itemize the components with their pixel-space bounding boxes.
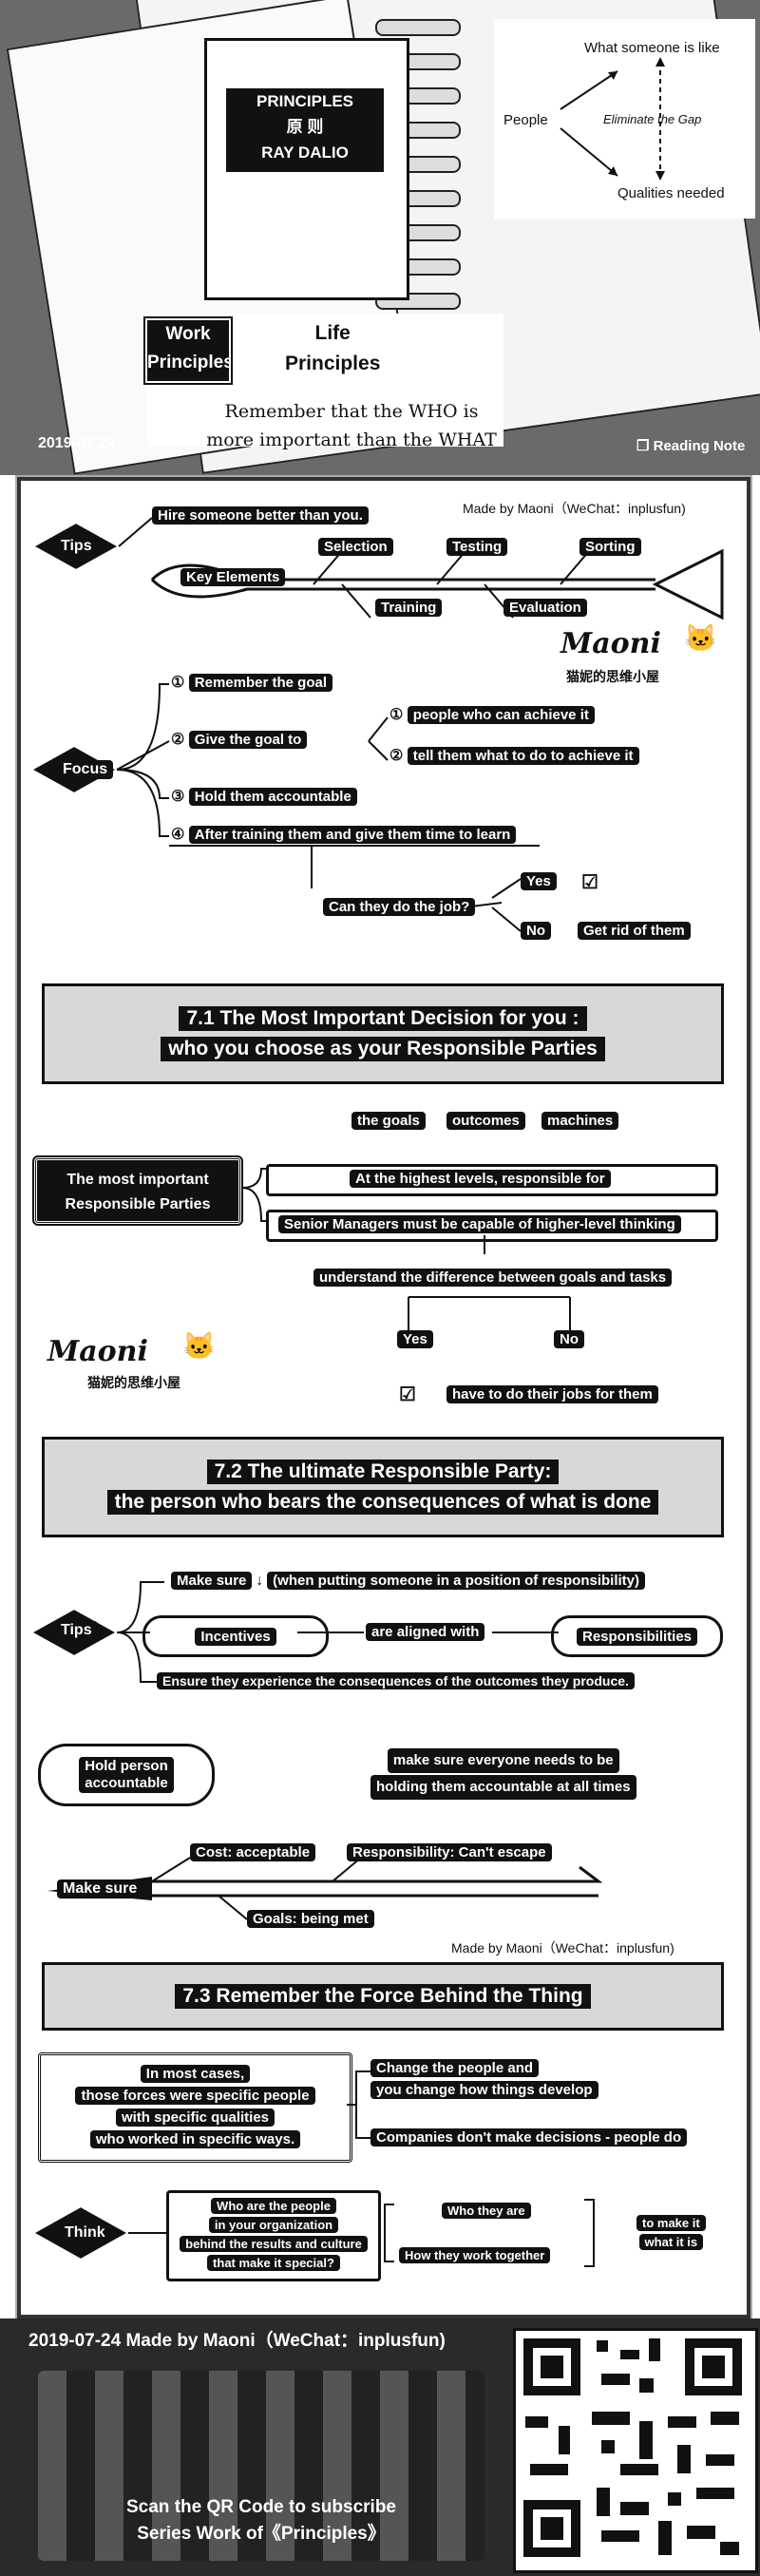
qr-code-icon (516, 2331, 750, 2565)
gap-diagram: What someone is like People Eliminate th… (494, 19, 755, 219)
section-7-1: 7.1 The Most Important Decision for you … (42, 983, 724, 1084)
cat-icon: 🐱 (182, 1330, 216, 1362)
section-7-3-line1: 7.3 Remember the Force Behind the Thing (175, 1984, 590, 2009)
most-important-box: The most important Responsible Parties (34, 1157, 241, 1224)
remember-text: Remember that the WHO is more important … (180, 397, 522, 454)
reading-note-text: ❐ Reading Note (636, 437, 745, 454)
qr-code[interactable] (513, 2328, 758, 2573)
sorting-label: Sorting (580, 538, 641, 556)
cat-icon: 🐱 (684, 622, 717, 654)
get-rid-text: Get rid of them (578, 922, 691, 940)
have-to-text: have to do their jobs for them (446, 1385, 658, 1403)
maoni-logo: Maoni (560, 627, 661, 660)
focus-item-2: ② Give the goal to (171, 730, 307, 749)
work-principles-badge: Work Principles (145, 318, 231, 383)
credit-mid: Made by Maoni（WeChat：inplusfun) (451, 1938, 674, 1957)
footer-credit: 2019-07-24 Made by Maoni（WeChat：inplusfu… (28, 2326, 446, 2352)
section-7-2: 7.2 The ultimate Responsible Party: the … (42, 1437, 724, 1537)
maoni-logo-cn: 猫妮的思维小屋 (87, 1373, 180, 1392)
goals-met-label: Goals: being met (247, 1910, 374, 1928)
testing-label: Testing (446, 538, 507, 556)
to-make-text: to make it what it is (636, 2214, 706, 2252)
check-icon: ☑ (581, 870, 598, 894)
change-people-text: Change the people and you change how thi… (370, 2057, 598, 2101)
subscribe-text: Scan the QR Code to subscribe Series Wor… (57, 2494, 466, 2547)
focus-item-3: ③ Hold them accountable (171, 787, 357, 806)
selection-label: Selection (318, 538, 393, 556)
can-they-do-job: Can they do the job? (323, 898, 475, 916)
how-together-label: How they work together (399, 2247, 550, 2263)
focus-sub-1: ① people who can achieve it (390, 705, 595, 724)
section-7-1-line2: who you choose as your Responsible Parti… (161, 1037, 605, 1061)
parties-connectors (238, 1131, 732, 1264)
section-7-3: 7.3 Remember the Force Behind the Thing (42, 1962, 724, 2031)
key-elements-label: Key Elements (180, 568, 285, 586)
cost-label: Cost: acceptable (190, 1843, 315, 1861)
responsibility-label: Responsibility: Can't escape (347, 1843, 552, 1861)
maoni-logo: Maoni (48, 1335, 148, 1368)
senior-managers-box: Senior Managers must be capable of highe… (266, 1210, 718, 1242)
book-author: RAY DALIO (226, 140, 384, 165)
think-label: Think (59, 2223, 111, 2242)
down-arrow-icon: ↓ (256, 1573, 263, 1589)
machines-label: machines (542, 1112, 618, 1130)
training-label: Training (375, 599, 442, 617)
section-7-2-line1: 7.2 The ultimate Responsible Party: (207, 1460, 560, 1484)
parties-no: No (554, 1330, 584, 1348)
make-sure-line: Make sure ↓ (when putting someone in a p… (171, 1573, 645, 1590)
forces-box: In most cases, those forces were specifi… (38, 2052, 352, 2163)
tips2-label: Tips (55, 1621, 98, 1640)
book-title-cn: 原 则 (226, 114, 384, 140)
hold-text: make sure everyone needs to be holding t… (370, 1748, 636, 1800)
hire-text: Hire someone better than you. (152, 506, 369, 525)
evaluation-label: Evaluation (504, 599, 587, 617)
book-icon: ❐ (636, 438, 649, 454)
check-icon: ☑ (399, 1383, 416, 1406)
think-question-box: Who are the people in your organization … (166, 2190, 381, 2281)
outcomes-label: outcomes (446, 1112, 525, 1130)
section-7-1-line1: 7.1 The Most Important Decision for you … (179, 1006, 586, 1031)
header-banner: PRINCIPLES 原 则 RAY DALIO What someone is… (0, 0, 760, 475)
focus-item-4: ④ After training them and give them time… (171, 825, 516, 844)
book-title: PRINCIPLES (226, 88, 384, 114)
focus-label: Focus (57, 760, 113, 779)
who-they-are-label: Who they are (442, 2203, 531, 2219)
focus-sub-2: ② tell them what to do to achieve it (390, 746, 639, 765)
incentives-pill: Incentives (142, 1615, 329, 1657)
header-date: 2019-07-24 (38, 435, 116, 452)
companies-text: Companies don't make decisions - people … (370, 2128, 687, 2147)
goals-label: the goals (352, 1112, 426, 1130)
life-principles-text: Life Principles (285, 318, 380, 379)
highest-levels-box: At the highest levels, responsible for (266, 1164, 718, 1196)
aligned-text: are aligned with (366, 1623, 484, 1641)
hold-person-pill: Hold personaccountable (38, 1744, 215, 1806)
makesure-label: Make sure (57, 1880, 142, 1899)
tips1-label: Tips (55, 537, 98, 556)
book-cover: PRINCIPLES 原 则 RAY DALIO (204, 38, 409, 300)
parties-yes: Yes (397, 1330, 433, 1348)
responsibilities-pill: Responsibilities (551, 1615, 723, 1657)
think-brackets (380, 2185, 627, 2280)
focus-yes: Yes (521, 872, 557, 890)
focus-no: No (521, 922, 551, 940)
section-7-2-line2: the person who bears the consequences of… (107, 1490, 659, 1515)
gap-arrows (494, 19, 755, 219)
understand-text: understand the difference between goals … (314, 1269, 672, 1287)
focus-item-1: ① Remember the goal (171, 673, 332, 692)
ensure-text: Ensure they experience the consequences … (157, 1672, 635, 1689)
